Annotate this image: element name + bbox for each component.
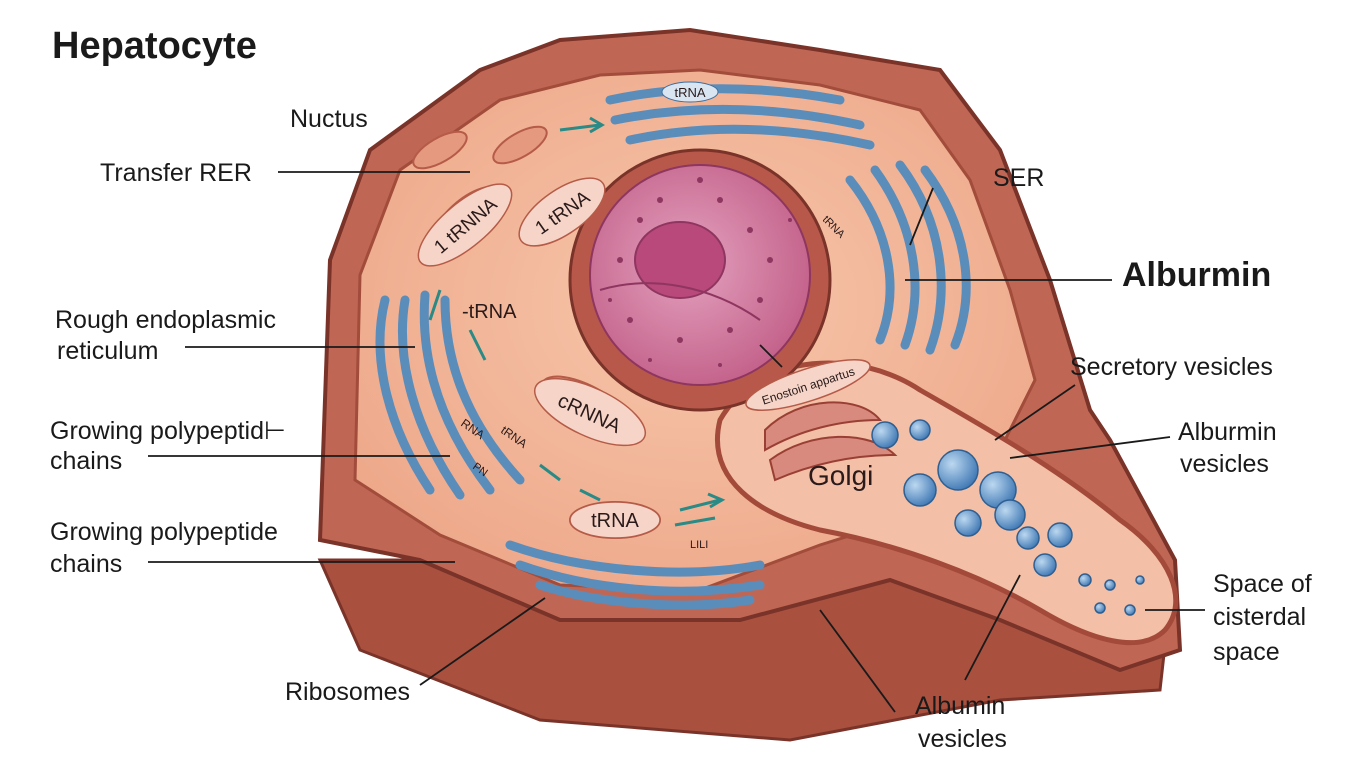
chromatin-dots [608, 177, 792, 367]
trafficking-arrows [428, 116, 726, 527]
inner-label-trna-bottom: tRNA [591, 510, 639, 532]
label-rough-er-line2: reticulum [57, 337, 158, 365]
label-albumin-vesicles-line2: vesicles [918, 725, 1007, 753]
rough-er-bottom [505, 540, 765, 610]
label-alburmin-vesicles-line2: vesicles [1180, 450, 1269, 478]
inner-label-trna-top: tRNA [674, 85, 705, 100]
inner-label-lili: LILI [690, 539, 708, 551]
ser-stacks [845, 160, 971, 355]
label-nuctus: Nuctus [290, 105, 368, 133]
outer-labels: Nuctus Transfer RER SER Alburmin Rough e… [50, 105, 1312, 753]
golgi-cisternae [764, 401, 898, 482]
label-albumin-vesicles-line1: Albumin [915, 692, 1005, 720]
nucleolus [634, 221, 726, 299]
label-alburmin-vesicles-line1: Alburmin [1178, 418, 1277, 446]
golgi-extension [715, 360, 1179, 646]
nuclear-fold [599, 282, 761, 321]
label-ribosomes: Ribosomes [285, 678, 410, 706]
leader-lines [148, 171, 1205, 713]
label-ser: SER [993, 164, 1044, 192]
inner-label-golgi: Golgi [808, 460, 873, 491]
inner-label-dash-trna: -tRNA [462, 301, 517, 323]
label-space-line1: Space of [1213, 570, 1312, 598]
label-growing2-line2: chains [50, 550, 122, 578]
label-space-line3: space [1213, 638, 1280, 666]
label-alburmin: Alburmin [1122, 256, 1271, 294]
label-space-line2: cisterdal [1213, 603, 1306, 631]
secretory-vesicles [871, 419, 1145, 616]
page-title: Hepatocyte [52, 25, 257, 67]
label-rough-er-line1: Rough endoplasmic [55, 306, 276, 334]
rough-er-top [605, 84, 875, 150]
rough-er-left [375, 290, 525, 500]
label-growing1-line1: Growing polypeptid⊢ [50, 417, 286, 445]
label-secretory-vesicles: Secretory vesicles [1070, 353, 1273, 381]
label-growing1-line2: chains [50, 447, 122, 475]
label-growing2-line1: Growing polypeptide [50, 518, 278, 546]
label-transfer-rer: Transfer RER [100, 159, 252, 187]
